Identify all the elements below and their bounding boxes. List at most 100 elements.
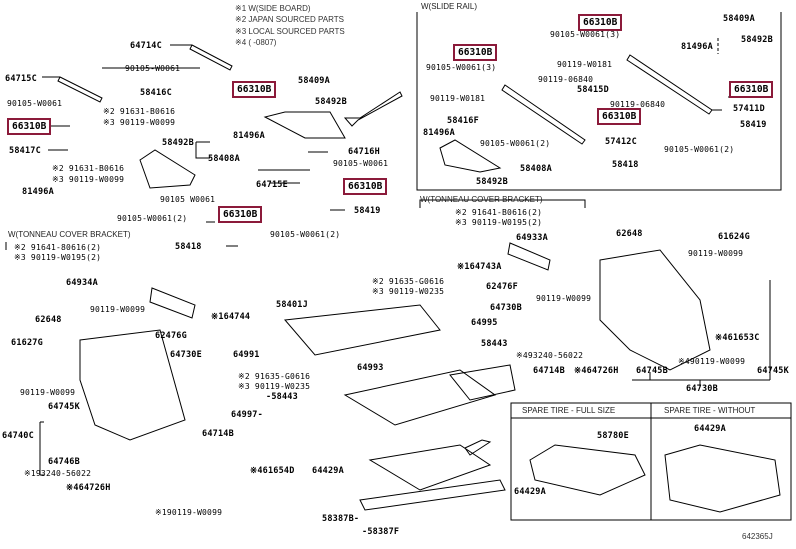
part-label[interactable]: 58417C	[9, 146, 41, 156]
part-label[interactable]: 90119-W0099	[688, 249, 744, 258]
part-label[interactable]: 58408A	[208, 154, 240, 164]
part-label[interactable]: 64993	[357, 363, 384, 373]
part-label[interactable]: 58492B	[741, 35, 773, 45]
part-label[interactable]: 58416F	[447, 116, 479, 126]
part-label[interactable]: 58416C	[140, 88, 172, 98]
part-label[interactable]: 64429A	[312, 466, 344, 476]
part-label[interactable]: 90105-W0061(2)	[117, 214, 188, 223]
part-label[interactable]: ※461653C	[715, 333, 760, 343]
part-label[interactable]: 57412C	[605, 137, 637, 147]
part-label[interactable]: 58780E	[597, 431, 629, 441]
part-label[interactable]: ※3 90119-W0195(2)	[14, 253, 102, 262]
part-label[interactable]: ※2 91635-G0616	[372, 277, 445, 286]
part-label[interactable]: 58443	[481, 339, 508, 349]
part-label[interactable]: 90119-06840	[610, 100, 666, 109]
part-label[interactable]: ※490119-W0099	[678, 357, 746, 366]
part-label[interactable]: 62648	[616, 229, 643, 239]
part-label[interactable]: 58418	[612, 160, 639, 170]
part-label[interactable]: ※190119-W0099	[155, 508, 223, 517]
part-66310B-callout[interactable]: 66310B	[578, 14, 623, 31]
part-66310B-callout[interactable]: 66310B	[232, 81, 277, 98]
part-label[interactable]: ※2 91641-80616(2)	[14, 243, 102, 252]
part-label[interactable]: 58415D	[577, 85, 609, 95]
part-label[interactable]: 64716H	[348, 147, 380, 157]
part-label[interactable]: -58443	[266, 392, 298, 402]
part-label[interactable]: 62476F	[486, 282, 518, 292]
part-label[interactable]: 90119-W0099	[536, 294, 592, 303]
part-label[interactable]: 90119-W0181	[430, 94, 486, 103]
part-label[interactable]: ※3 90119-W0099	[103, 118, 176, 127]
part-label[interactable]: ※3 90119-W0099	[52, 175, 125, 184]
part-66310B-callout[interactable]: 66310B	[729, 81, 774, 98]
part-66310B-callout[interactable]: 66310B	[218, 206, 263, 223]
part-label[interactable]: 81496A	[423, 128, 455, 138]
part-label[interactable]: 58418	[175, 242, 202, 252]
part-label[interactable]: 62476G	[155, 331, 187, 341]
part-label[interactable]: ※2 91635-G0616	[238, 372, 311, 381]
part-label[interactable]: 64715C	[5, 74, 37, 84]
part-label[interactable]: 58401J	[276, 300, 308, 310]
part-66310B-callout[interactable]: 66310B	[597, 108, 642, 125]
part-label[interactable]: 81496A	[22, 187, 54, 197]
part-label[interactable]: 58409A	[723, 14, 755, 24]
part-label[interactable]: 90105-W0061	[125, 64, 181, 73]
part-label[interactable]: 64995	[471, 318, 498, 328]
part-label[interactable]: ※164744	[211, 312, 251, 322]
part-label[interactable]: 64714B	[533, 366, 565, 376]
part-label[interactable]: ※2 91641-B0616(2)	[455, 208, 543, 217]
part-label[interactable]: 64934A	[66, 278, 98, 288]
part-label[interactable]: 90105-W0061(2)	[480, 139, 551, 148]
part-label[interactable]: 58492B	[162, 138, 194, 148]
part-label[interactable]: 64740C	[2, 431, 34, 441]
part-label[interactable]: 64730B	[490, 303, 522, 313]
part-label[interactable]: ※461654D	[250, 466, 295, 476]
part-label[interactable]: 90105-W0061	[333, 159, 389, 168]
part-label[interactable]: 90119-W0099	[90, 305, 146, 314]
part-label[interactable]: 90105-W0061(3)	[426, 63, 497, 72]
part-label[interactable]: 61627G	[11, 338, 43, 348]
part-label[interactable]: ※464726H	[574, 366, 619, 376]
part-label[interactable]: 58419	[740, 120, 767, 130]
part-label[interactable]: 58492B	[315, 97, 347, 107]
part-label[interactable]: 64715E	[256, 180, 288, 190]
part-label[interactable]: 90105-W0061	[7, 99, 63, 108]
part-label[interactable]: ※2 91631-B0616	[52, 164, 125, 173]
part-label[interactable]: 90119-W0099	[20, 388, 76, 397]
part-label[interactable]: 58408A	[520, 164, 552, 174]
part-label[interactable]: 90105-W0061(3)	[550, 30, 621, 39]
part-label[interactable]: 58409A	[298, 76, 330, 86]
part-label[interactable]: 64714C	[130, 41, 162, 51]
part-label[interactable]: 81496A	[681, 42, 713, 52]
part-label[interactable]: 64745K	[48, 402, 80, 412]
part-label[interactable]: 90105-W0061(2)	[664, 145, 735, 154]
part-66310B-callout[interactable]: 66310B	[7, 118, 52, 135]
part-label[interactable]: ※164743A	[457, 262, 502, 272]
part-label[interactable]: 61624G	[718, 232, 750, 242]
part-label[interactable]: 64730E	[170, 350, 202, 360]
part-label[interactable]: 64746B	[48, 457, 80, 467]
part-label[interactable]: ※464726H	[66, 483, 111, 493]
part-label[interactable]: 90105 W0061	[160, 195, 216, 204]
part-label[interactable]: 64933A	[516, 233, 548, 243]
part-label[interactable]: 64745K	[757, 366, 789, 376]
part-label[interactable]: 62648	[35, 315, 62, 325]
part-label[interactable]: 57411D	[733, 104, 765, 114]
part-label[interactable]: 64730B	[686, 384, 718, 394]
part-label[interactable]: ※3 90119-W0235	[372, 287, 445, 296]
part-label[interactable]: 64429A	[694, 424, 726, 434]
part-label[interactable]: 90119-06840	[538, 75, 594, 84]
part-label[interactable]: 64429A	[514, 487, 546, 497]
part-label[interactable]: ※2 91631-B0616	[103, 107, 176, 116]
part-label[interactable]: ※493240-56022	[516, 351, 584, 360]
part-66310B-callout[interactable]: 66310B	[343, 178, 388, 195]
part-label[interactable]: 58387B-	[322, 514, 360, 524]
part-label[interactable]: -58387F	[362, 527, 400, 537]
part-label[interactable]: 58419	[354, 206, 381, 216]
part-label[interactable]: ※3 90119-W0195(2)	[455, 218, 543, 227]
part-label[interactable]: 64714B	[202, 429, 234, 439]
part-label[interactable]: 90119-W0181	[557, 60, 613, 69]
part-label[interactable]: 64745B	[636, 366, 668, 376]
part-label[interactable]: 81496A	[233, 131, 265, 141]
part-label[interactable]: ※3 90119-W0235	[238, 382, 311, 391]
part-label[interactable]: 58492B	[476, 177, 508, 187]
